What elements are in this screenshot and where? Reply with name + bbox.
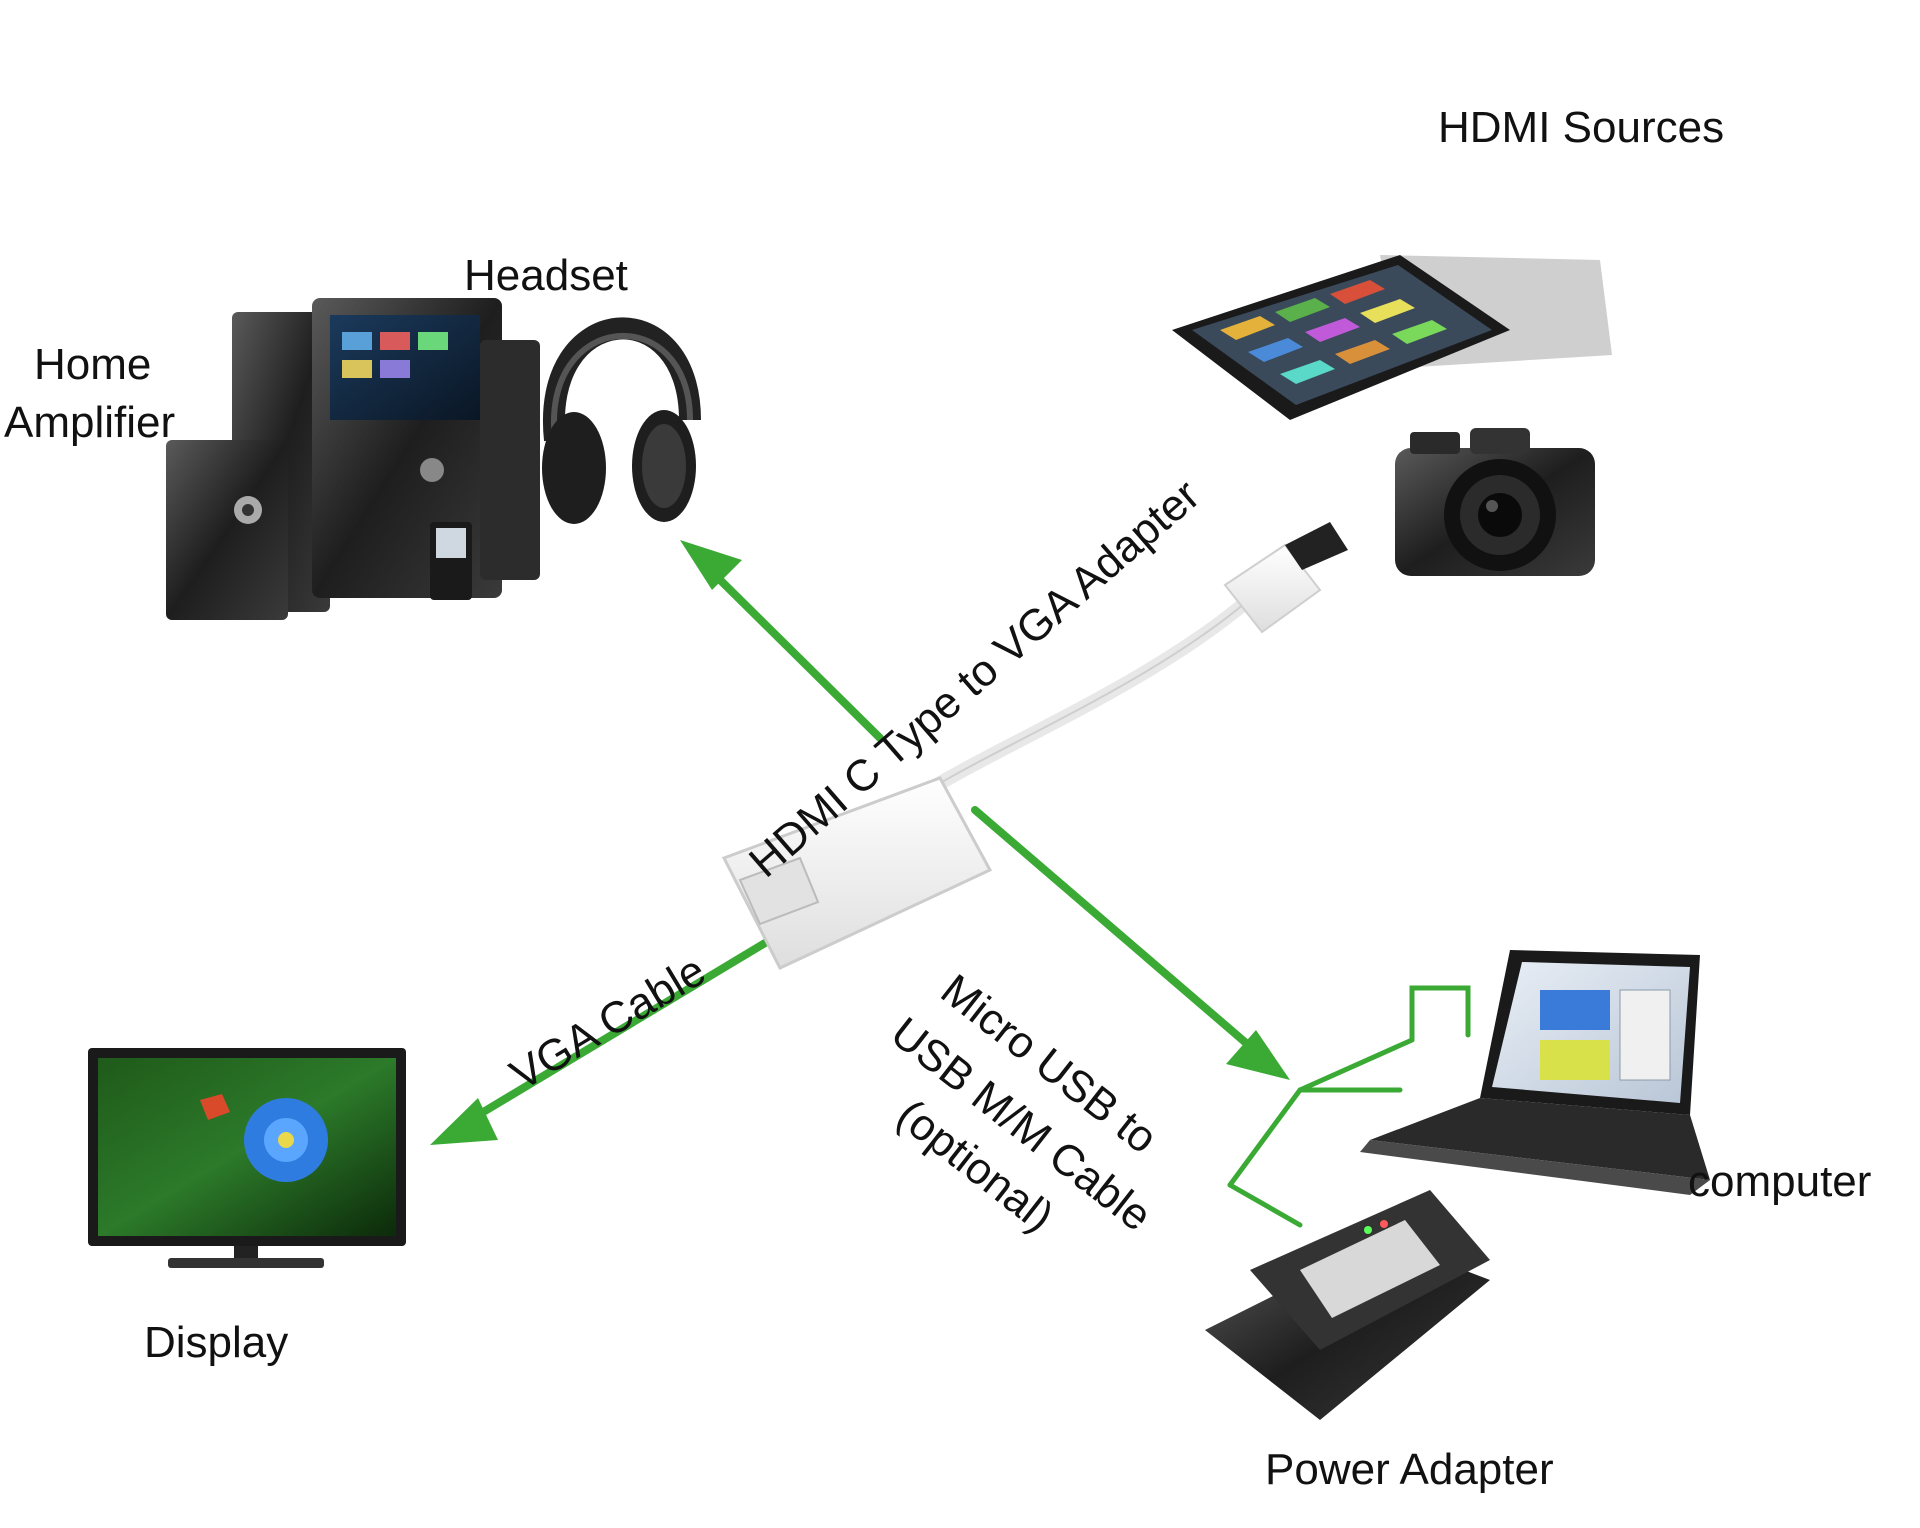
arrow-to-display	[466, 933, 779, 1124]
label-display: Display	[144, 1318, 289, 1367]
tv-display-icon	[88, 1048, 406, 1268]
camera-icon	[1395, 428, 1595, 576]
label-computer: computer	[1688, 1157, 1872, 1206]
tablet-icon	[1172, 255, 1612, 420]
speaker-system-icon	[166, 298, 540, 620]
arrow-head-computer	[1226, 1030, 1290, 1080]
label-home-amplifier-line2: Amplifier	[4, 398, 176, 447]
arrow-head-amplifier	[680, 540, 742, 590]
arrow-to-computer	[971, 806, 1264, 1059]
label-hdmi-sources: HDMI Sources	[1438, 103, 1725, 152]
power-adapter-icon	[1205, 1190, 1490, 1420]
headphones-icon	[542, 317, 701, 524]
arrow-to-amplifier	[702, 562, 884, 742]
arrows	[430, 540, 1471, 1228]
label-home-amplifier-line1: Home	[34, 340, 152, 389]
bracket-lines	[1409, 985, 1471, 1043]
label-headset: Headset	[464, 251, 628, 300]
arrow-head-display	[430, 1098, 498, 1145]
hdmi-vga-adapter-icon	[721, 522, 1348, 970]
label-power-adapter: Power Adapter	[1265, 1445, 1554, 1494]
laptop-icon	[1360, 950, 1710, 1195]
